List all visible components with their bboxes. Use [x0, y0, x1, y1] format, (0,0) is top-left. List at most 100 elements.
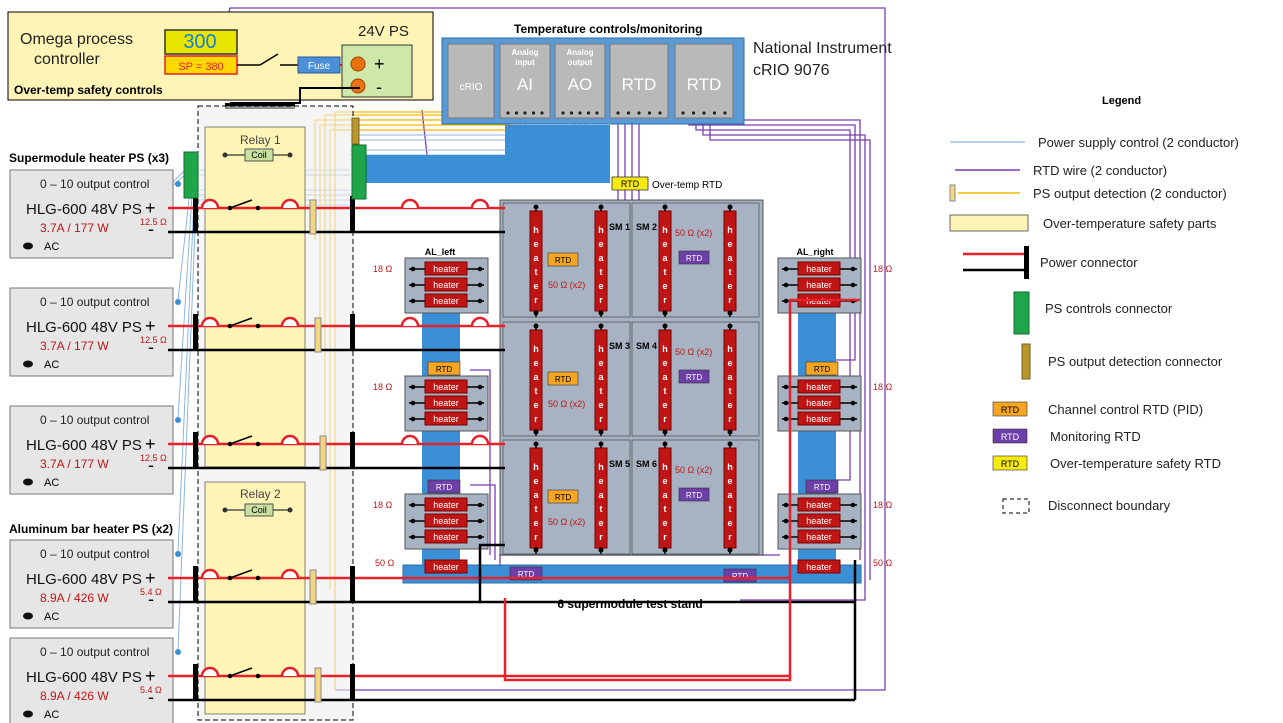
sm-heater-letter: a: [533, 490, 539, 500]
sm-heater-letter: e: [727, 476, 732, 486]
sm-heater-letter: t: [664, 386, 667, 396]
rail-rtd: RTD: [427, 361, 461, 376]
bar-heater-label: heater: [433, 414, 459, 424]
ni-terminal-dot: [616, 111, 620, 115]
relay-1-label: Relay 1: [240, 133, 281, 147]
legend-item-4: Over-temperature safety parts: [1043, 216, 1217, 231]
rail-rtd: RTD: [723, 568, 757, 583]
rtd-label: RTD: [686, 373, 703, 382]
sm-heater-letter: r: [728, 414, 732, 424]
ps-control-terminal: [175, 417, 181, 423]
legend-item-6: PS controls connector: [1045, 301, 1173, 316]
bar-heater-label: heater: [806, 532, 832, 542]
sm-heater-letter: h: [662, 225, 668, 235]
ps-detection-connector-top: [351, 117, 360, 145]
ps-resistance: 12.5 Ω: [140, 217, 167, 227]
relay-2-coil: Coil: [222, 503, 293, 517]
ps-control-terminal: [175, 299, 181, 305]
sm-heater-letter: t: [664, 267, 667, 277]
over-temp-rtd-label: RTD: [621, 179, 640, 189]
sm-node: [533, 429, 539, 435]
sm-node: [533, 441, 539, 447]
ni-header: Temperature controls/monitoring: [514, 22, 702, 36]
ni-terminal-dot: [540, 111, 544, 115]
ps-control-terminal: [175, 181, 181, 187]
sm-heater-letter: t: [729, 267, 732, 277]
rtd-label: RTD: [518, 570, 535, 579]
stand-frame-top: [355, 155, 610, 183]
bar-heater-label: heater: [433, 532, 459, 542]
ni-terminal-dot: [637, 111, 641, 115]
sm-resistance: 50 Ω (x2): [548, 517, 585, 527]
sm-heater-letter: a: [598, 490, 604, 500]
legend-swatch-detection-connector: [1021, 343, 1031, 380]
bar-bottom-resistance: 50 Ω: [375, 558, 395, 568]
power-connector: [193, 196, 198, 232]
sm-heater-letter: e: [598, 281, 603, 291]
ps-model: HLG-600 48V PS: [26, 571, 142, 588]
sm-heater-letter: h: [662, 462, 668, 472]
sm-resistance: 50 Ω (x2): [548, 280, 585, 290]
ps-24v-label: 24V PS: [358, 23, 409, 40]
sm-heater-letter: a: [598, 372, 604, 382]
ps-control-terminal: [175, 551, 181, 557]
ps-minus: -: [148, 337, 154, 357]
sm-heater-letter: h: [533, 225, 539, 235]
sm-heater-letter: r: [534, 295, 538, 305]
ni-module-body: [447, 43, 495, 119]
sm-heater-letter: a: [727, 372, 733, 382]
ni-module-name: AI: [517, 75, 533, 94]
sm-group-label: Supermodule heater PS (x3): [9, 151, 169, 165]
power-connector: [350, 196, 355, 232]
ps-control-label: 0 – 10 output control: [40, 645, 149, 659]
ps-minus: -: [148, 219, 154, 239]
sm-heater-letter: t: [729, 504, 732, 514]
bar-heater: [797, 261, 841, 276]
sm-resistance: 50 Ω (x2): [548, 399, 585, 409]
sm-resistance: 50 Ω (x2): [675, 347, 712, 357]
relay-1-coil: Coil: [222, 148, 293, 162]
sm-node: [727, 204, 733, 210]
ni-module-caption-2: input: [515, 58, 535, 67]
ps-model: HLG-600 48V PS: [26, 437, 142, 454]
sm-heater-letter: h: [727, 462, 733, 472]
sm-node: [533, 547, 539, 553]
legend-rtd-swatch-label: RTD: [1001, 432, 1020, 442]
ps-control-label: 0 – 10 output control: [40, 177, 149, 191]
ni-module-caption-2: output: [568, 58, 593, 67]
ps-model: HLG-600 48V PS: [26, 319, 142, 336]
sm-heater-letter: e: [727, 358, 732, 368]
sm-node: [662, 204, 668, 210]
ni-terminal-dot: [595, 111, 599, 115]
monitor-rtd: [678, 250, 710, 265]
legend-swatch-detection-end: [949, 184, 956, 202]
sm-heater-letter: a: [533, 372, 539, 382]
ps-ac: AC: [44, 359, 59, 371]
legend-swatch-boundary: [1002, 498, 1030, 514]
sm-heater-letter: h: [533, 344, 539, 354]
sm-heater-letter: e: [533, 518, 538, 528]
omega-display-value: 300: [183, 31, 216, 53]
ni-terminal-dot: [586, 111, 591, 115]
ps-controls-connector-left: [183, 151, 199, 199]
bar-heater-label: heater: [806, 516, 832, 526]
bar-heater-label: heater: [806, 280, 832, 290]
sm-heater-letter: t: [600, 504, 603, 514]
sm-label: SM 1: [609, 222, 630, 232]
legend-rtd-swatch: [992, 455, 1028, 471]
sm-heater-letter: e: [727, 281, 732, 291]
sm-heater-letter: a: [598, 253, 604, 263]
ni-terminal-dot: [702, 111, 706, 115]
ac-plug-icon: [23, 478, 33, 486]
ps-rating: 3.7A / 177 W: [40, 339, 109, 353]
relay-2-panel: [204, 481, 306, 715]
ni-terminal-dot: [712, 111, 717, 115]
sm-heater-letter: h: [727, 344, 733, 354]
bar-heater: [424, 395, 468, 410]
bar-heater-label: heater: [433, 296, 459, 306]
omega-title-1: Omega process: [20, 31, 133, 48]
ni-terminal-dot: [681, 111, 685, 115]
